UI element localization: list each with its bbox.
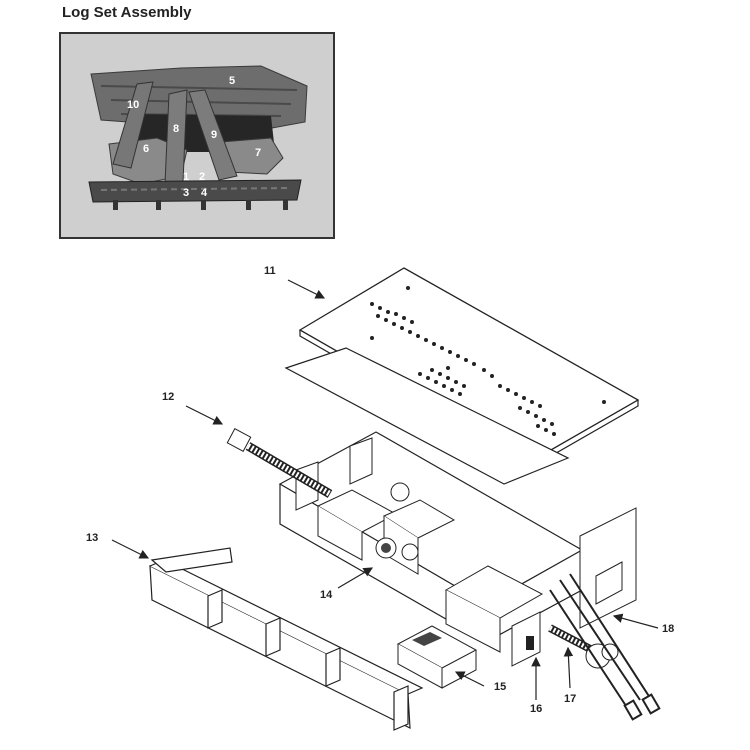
callout-11: 11	[264, 265, 276, 277]
photo-label-5: 5	[229, 75, 235, 87]
log-set-illustration: 1 2 3 4 5 6 7 8 9 10	[61, 34, 333, 237]
part-18-wires	[549, 573, 661, 721]
callout-15: 15	[494, 681, 506, 693]
callout-17: 17	[564, 693, 576, 705]
photo-label-8: 8	[173, 123, 179, 135]
photo-label-7: 7	[255, 147, 261, 159]
photo-label-4: 4	[201, 187, 208, 199]
part-14-gas-valve	[316, 482, 456, 575]
callout-16: 16	[530, 703, 542, 715]
baffle-sheet	[284, 347, 570, 485]
callout-18: 18	[662, 623, 674, 635]
photo-label-6: 6	[143, 143, 149, 155]
log-set-photo: 1 2 3 4 5 6 7 8 9 10	[59, 32, 335, 239]
photo-label-1: 1	[183, 171, 189, 183]
photo-label-9: 9	[211, 129, 217, 141]
callout-14: 14	[320, 589, 333, 601]
callout-12: 12	[162, 391, 174, 403]
part-12-gas-fitting	[226, 428, 333, 498]
part-15-receiver	[396, 625, 478, 689]
part-16-switch	[511, 611, 541, 667]
photo-label-2: 2	[199, 171, 205, 183]
callout-13: 13	[86, 532, 98, 544]
photo-label-3: 3	[183, 187, 189, 199]
page-title: Log Set Assembly	[62, 4, 192, 21]
control-module	[444, 565, 544, 653]
photo-label-10: 10	[127, 99, 139, 111]
right-bracket	[579, 507, 637, 629]
part-13-grate	[149, 547, 424, 731]
